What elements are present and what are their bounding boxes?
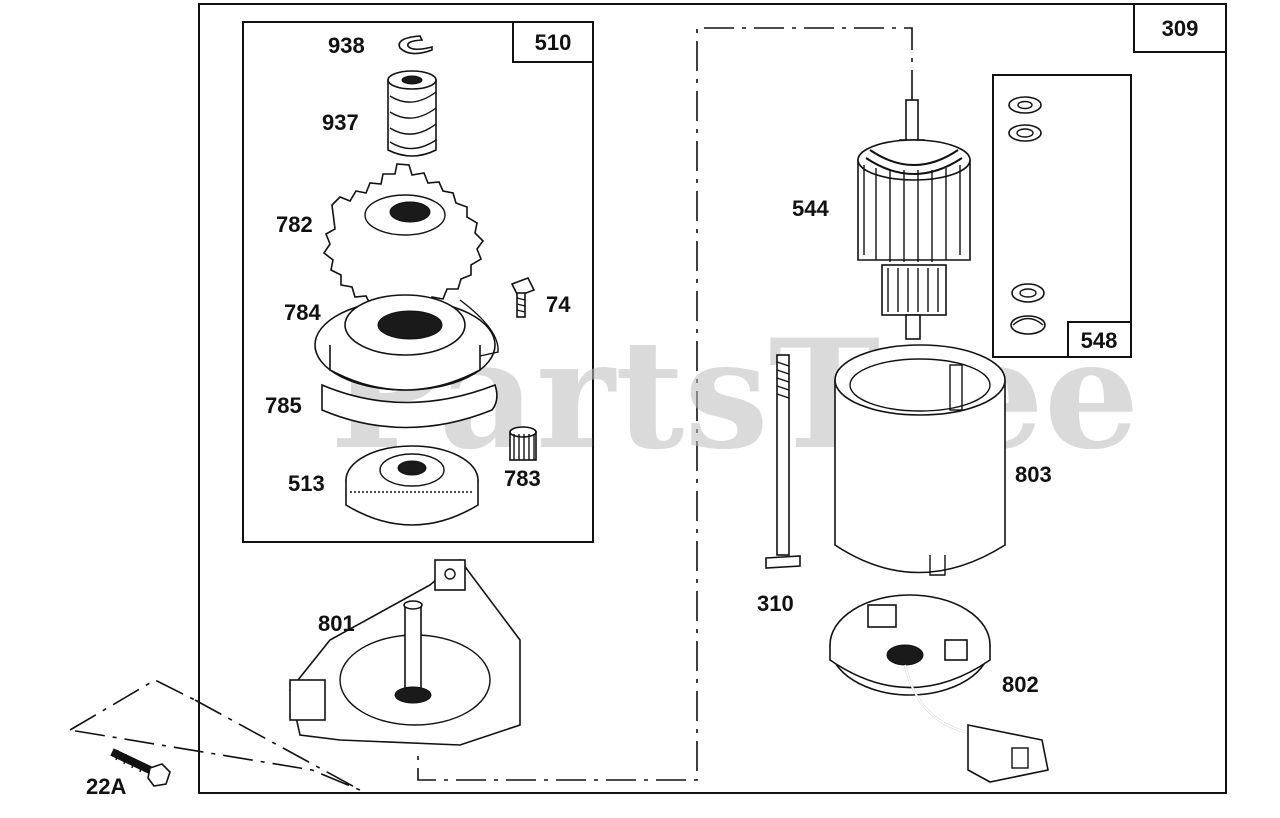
part-802-brush-plate <box>829 594 1049 783</box>
part-937-spring <box>387 70 437 157</box>
part-310-through-bolt <box>765 354 801 569</box>
part-785-gasket <box>321 383 498 429</box>
group-510: 510 <box>242 21 594 543</box>
washer-3 <box>1011 283 1045 303</box>
label-785: 785 <box>265 393 302 418</box>
label-801: 801 <box>318 611 355 636</box>
group-label-309: 309 <box>1162 16 1199 41</box>
part-782-gear <box>322 163 485 312</box>
part-544-armature <box>857 99 971 340</box>
assembly-line-screw <box>69 679 361 791</box>
label-803: 803 <box>1015 462 1052 487</box>
label-22a: 22A <box>86 774 126 799</box>
assembly-line-main <box>417 27 913 781</box>
part-74-screw <box>510 276 536 318</box>
label-802: 802 <box>1002 672 1039 697</box>
label-310: 310 <box>757 591 794 616</box>
group-309: 309 <box>1133 3 1227 53</box>
part-783-pinion-gear <box>509 426 537 461</box>
part-801-drive-housing <box>289 558 521 746</box>
part-22a-bolt <box>110 748 171 787</box>
part-513-ring-gear <box>345 445 479 526</box>
label-74: 74 <box>546 292 571 317</box>
washer-2 <box>1008 124 1042 142</box>
group-label-548: 548 <box>1081 328 1118 353</box>
part-784-housing-cover <box>314 294 499 391</box>
part-803-frame <box>834 344 1006 576</box>
label-783: 783 <box>504 466 541 491</box>
part-938-retaining-ring <box>398 35 433 55</box>
group-548: 548 <box>992 74 1132 358</box>
label-513: 513 <box>288 471 325 496</box>
group-label-510: 510 <box>535 30 572 55</box>
washer-1 <box>1008 96 1042 114</box>
label-544: 544 <box>792 196 829 221</box>
label-938: 938 <box>328 33 365 58</box>
outer-frame <box>198 3 1227 794</box>
label-937: 937 <box>322 110 359 135</box>
label-782: 782 <box>276 212 313 237</box>
label-784: 784 <box>284 300 321 325</box>
